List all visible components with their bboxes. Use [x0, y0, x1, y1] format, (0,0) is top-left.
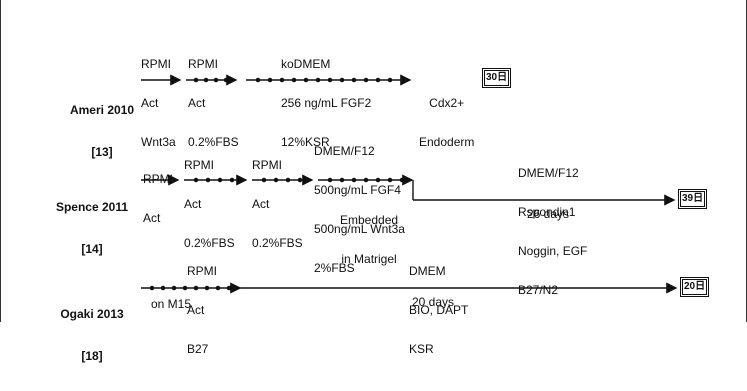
condition-line: Noggin, EGF: [518, 245, 587, 258]
spence-step3-conditions: RPMI Act 0.2%FBS: [252, 133, 303, 276]
ogaki-duration: 20 days: [412, 296, 454, 309]
study-name: Ogaki 2013: [42, 307, 142, 321]
spence-embed-note: Embedded in Matrigel: [340, 188, 398, 292]
condition-line: DMEM: [409, 265, 468, 278]
condition-line: 0.2%FBS: [252, 237, 303, 250]
condition-line: 256 ng/mL FGF2: [281, 97, 371, 110]
study-name: Ameri 2010: [62, 103, 142, 117]
condition-line: Act: [143, 212, 173, 225]
condition-line: RPMI: [252, 159, 303, 172]
condition-line: Act: [184, 198, 235, 211]
condition-line: RPMI: [184, 159, 235, 172]
note-line: in Matrigel: [340, 253, 398, 266]
study-label-ogaki: Ogaki 2013 [18]: [42, 279, 142, 391]
study-label-spence: Spence 2011 [14]: [42, 172, 142, 284]
study-name: Spence 2011: [42, 200, 142, 214]
study-ref: [14]: [42, 242, 142, 256]
condition-line: RPMI: [187, 265, 217, 278]
condition-line: Act: [141, 97, 176, 110]
ameri-day-badge: 30日: [484, 70, 509, 86]
ameri-result: Cdx2+ Endoderm: [419, 71, 474, 175]
condition-line: Act: [188, 97, 239, 110]
spence-step1-conditions: RPMI Act: [143, 147, 173, 251]
condition-line: B27: [187, 343, 217, 356]
protocol-timeline-figure: Ameri 2010 [13] RPMI Act Wnt3a RPMI Act …: [0, 0, 747, 323]
result-line: Cdx2+: [419, 97, 474, 110]
condition-line: koDMEM: [281, 58, 371, 71]
ogaki-start-note: on M15: [151, 298, 191, 311]
study-ref: [13]: [62, 145, 142, 159]
condition-line: KSR: [409, 343, 468, 356]
ogaki-step1-conditions: RPMI Act B27: [187, 239, 217, 382]
condition-line: DMEM/F12: [314, 145, 405, 158]
condition-line: RPMI: [141, 58, 176, 71]
spence-step5-conditions: DMEM/F12 Rspondin1 Noggin, EGF B27/N2: [518, 141, 587, 323]
study-label-ameri: Ameri 2010 [13]: [62, 75, 142, 187]
condition-line: RPMI: [143, 173, 173, 186]
condition-line: Act: [252, 198, 303, 211]
condition-line: Act: [187, 304, 217, 317]
condition-line: RPMI: [188, 58, 239, 71]
condition-line: DMEM/F12: [518, 167, 587, 180]
result-line: Endoderm: [419, 136, 474, 149]
ogaki-step2-conditions: DMEM BIO, DAPT KSR: [409, 239, 468, 382]
note-line: Embedded: [340, 214, 398, 227]
condition-line: B27/N2: [518, 284, 587, 297]
ogaki-day-badge: 20日: [682, 279, 707, 295]
spence-day-badge: 39日: [680, 191, 705, 207]
study-ref: [18]: [42, 349, 142, 363]
spence-duration: 26 days: [527, 208, 569, 221]
